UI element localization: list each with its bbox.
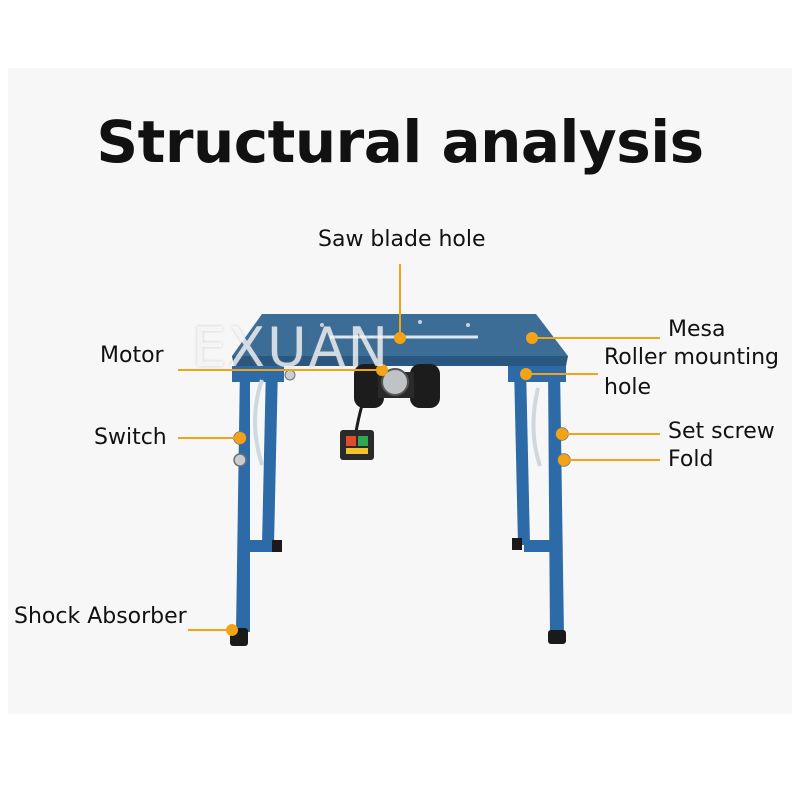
left-leg <box>232 366 284 632</box>
table-hole <box>418 320 422 324</box>
label-roller-hole: hole <box>604 375 652 400</box>
motor <box>354 364 440 433</box>
label-set-screw: Set screw <box>668 419 775 444</box>
page-title: Structural analysis <box>96 108 704 176</box>
fold-knob-left <box>233 453 247 467</box>
label-roller-mounting: Roller mounting <box>604 345 779 370</box>
label-motor: Motor <box>100 343 164 368</box>
label-saw-blade-hole: Saw blade hole <box>318 227 486 252</box>
right-fold-bracket <box>531 387 542 467</box>
table-hole <box>320 323 324 327</box>
table-hole <box>466 323 470 327</box>
label-fold: Fold <box>668 447 714 472</box>
label-switch: Switch <box>94 425 167 450</box>
label-shock-absorber: Shock Absorber <box>14 604 187 629</box>
left-fold-bracket <box>253 379 264 466</box>
right-leg <box>508 366 566 636</box>
shock-absorber-right <box>548 630 566 644</box>
switch-box <box>340 430 374 460</box>
table-apron <box>232 356 568 366</box>
label-mesa: Mesa <box>668 317 726 342</box>
